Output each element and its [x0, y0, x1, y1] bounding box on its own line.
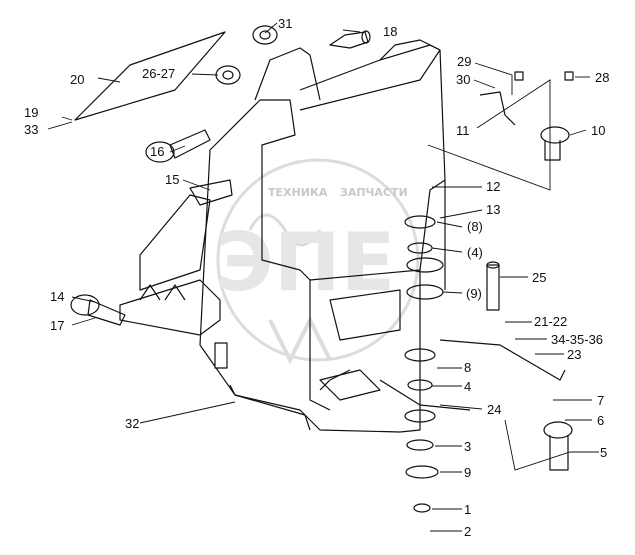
callout-13: 13: [486, 202, 501, 217]
callout-32: 32: [125, 416, 140, 431]
callout-30: 30: [456, 72, 471, 87]
callout-9: 9: [464, 465, 472, 480]
ring-stack: [404, 215, 444, 513]
callout-28: 28: [595, 70, 610, 85]
callout-15: 15: [165, 172, 180, 187]
callout-2: 2: [464, 524, 472, 539]
svg-text:ЭПЕ: ЭПЕ: [215, 216, 395, 309]
callout-33: 33: [24, 122, 39, 137]
watermark-logo: ЭПЕ: [215, 158, 420, 365]
callout-9-ref: (9): [466, 286, 482, 301]
callout-7: 7: [597, 393, 605, 408]
callout-5: 5: [600, 445, 608, 460]
callout-4-ref: (4): [467, 245, 483, 260]
washer-31: [252, 25, 278, 45]
callout-11: 11: [456, 123, 470, 138]
pin-25: [486, 261, 500, 311]
callout-17: 17: [50, 318, 65, 333]
main-frame: [119, 39, 446, 433]
callout-25: 25: [532, 270, 547, 285]
callout-21-22: 21-22: [534, 314, 568, 329]
callout-4: 4: [464, 379, 472, 394]
callout-8-ref: (8): [467, 219, 483, 234]
callout-16: 16: [150, 144, 165, 159]
pin-18: [329, 30, 371, 49]
callout-23: 23: [567, 347, 582, 362]
watermark-left-word: ТЕХНИКА: [268, 186, 328, 199]
cover-plate-20: [74, 31, 226, 121]
grease-lines: [319, 91, 566, 411]
callout-14: 14: [50, 289, 65, 304]
callout-20: 20: [70, 72, 85, 87]
watermark-right-word: ЗАПЧАСТИ: [340, 186, 408, 199]
pin-16: [145, 129, 211, 163]
callout-3: 3: [464, 439, 472, 454]
callout-26-27: 26-27: [142, 66, 176, 81]
callout-6: 6: [597, 413, 605, 428]
pin-14-17: [70, 294, 126, 326]
callout-1: 1: [464, 502, 472, 517]
callout-19: 19: [24, 105, 39, 120]
callout-18: 18: [383, 24, 398, 39]
callout-8: 8: [464, 360, 472, 375]
callout-12: 12: [486, 179, 501, 194]
callout-29: 29: [457, 54, 472, 69]
callout-24: 24: [487, 402, 502, 417]
callout-10: 10: [591, 123, 606, 138]
bolt-28-29: [514, 71, 574, 81]
pin-10: [540, 126, 570, 161]
callout-31: 31: [278, 16, 293, 31]
pin-5: [543, 421, 573, 471]
bracket-15: [189, 179, 233, 206]
callout-34-35-36: 34-35-36: [551, 332, 604, 347]
washer-26-27: [215, 65, 241, 85]
leader-lines: [47, 22, 599, 532]
